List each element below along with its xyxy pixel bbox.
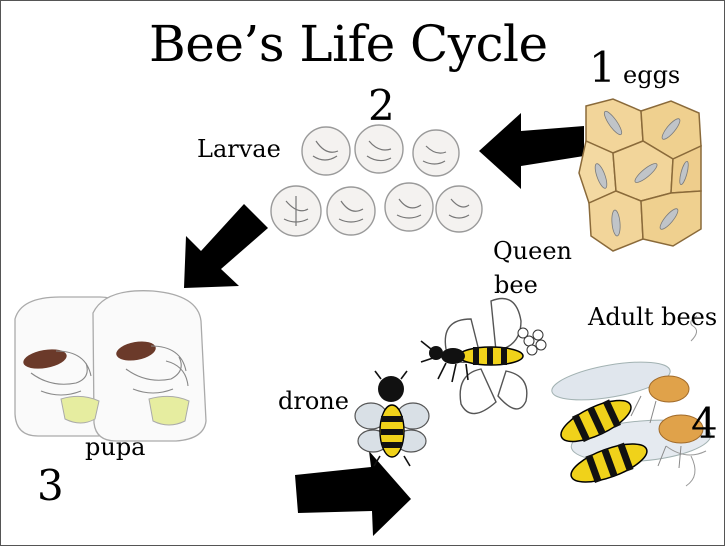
queen-label-line2: bee — [494, 271, 538, 300]
stage-number-pupa: 3 — [37, 465, 64, 507]
arrow-larvae-to-pupa — [184, 204, 268, 288]
adult-bees-illustration — [549, 316, 712, 490]
stage-label-pupa: pupa — [85, 433, 146, 462]
stage-number-larvae: 2 — [368, 85, 395, 127]
larvae-illustration — [271, 125, 482, 236]
drone-illustration — [355, 371, 429, 466]
stage-label-adult: Adult bees — [588, 303, 717, 332]
eggs-illustration — [579, 99, 701, 251]
pupa-illustration — [15, 291, 206, 441]
queen-bee-illustration — [421, 299, 546, 414]
stage-number-adult: 4 — [691, 403, 718, 445]
queen-label-line1: Queen — [493, 237, 572, 266]
stage-number-eggs: 1 — [589, 47, 616, 89]
stage-label-larvae: Larvae — [197, 135, 281, 164]
arrow-eggs-to-larvae — [479, 113, 584, 189]
arrow-to-adults — [295, 451, 411, 536]
stage-label-eggs: eggs — [623, 61, 680, 90]
diagram-title: Bee’s Life Cycle — [149, 19, 548, 69]
drone-label: drone — [278, 387, 349, 416]
